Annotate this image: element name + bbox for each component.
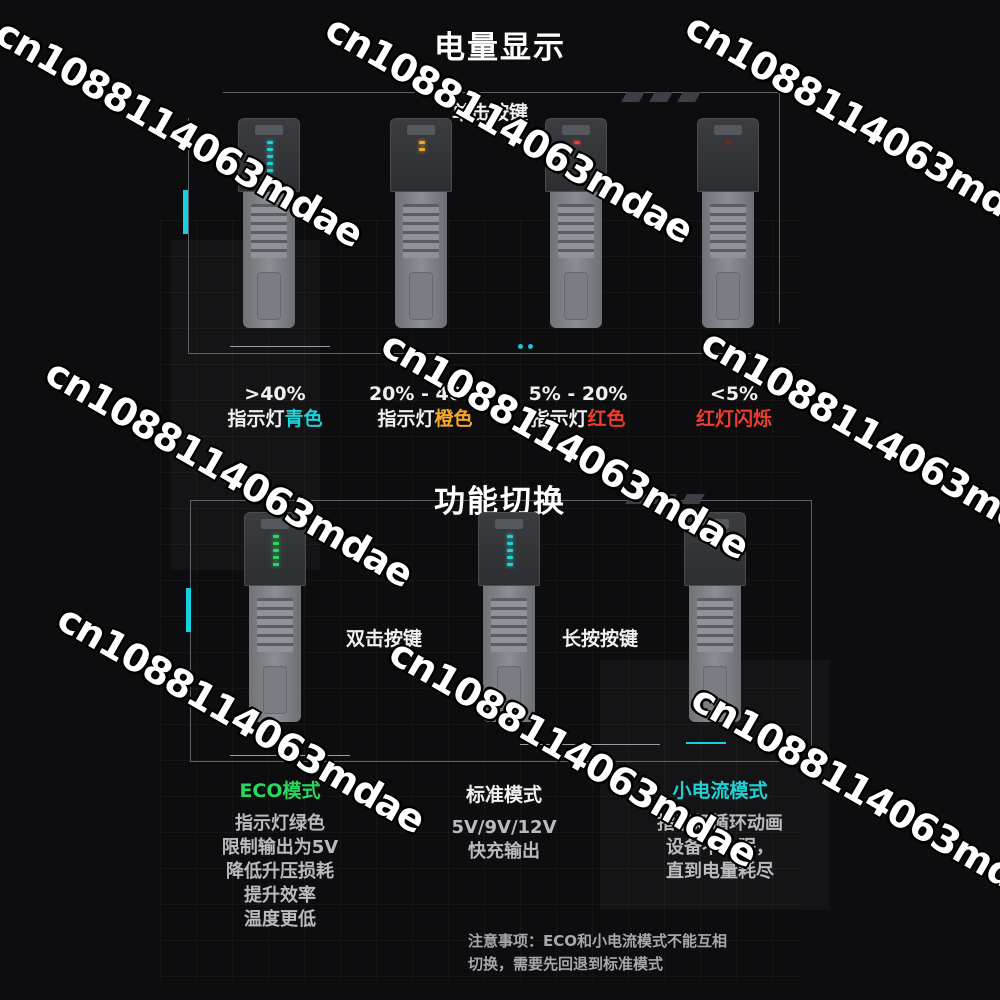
led-indicator	[726, 141, 734, 148]
led-indicator	[507, 535, 515, 570]
led-light	[267, 141, 273, 144]
power-bank-device	[238, 118, 300, 328]
mode-title-eco: ECO模式	[239, 780, 321, 802]
led-light	[267, 162, 273, 165]
level-prefix: 指示灯	[530, 408, 588, 430]
led-light	[273, 535, 279, 538]
led-light	[507, 549, 513, 552]
led-light	[507, 556, 513, 559]
led-light	[267, 148, 273, 151]
deco-line	[230, 755, 350, 756]
led-light	[273, 549, 279, 552]
level-color-word: 红色	[587, 408, 626, 430]
led-light	[726, 141, 732, 144]
led-indicator	[713, 535, 721, 549]
level-caption: <5% 红灯闪烁	[664, 382, 804, 432]
level-caption: 5% - 20% 指示灯红色	[508, 382, 648, 432]
mode-desc-standard: 5V/9V/12V 快充输出	[451, 817, 557, 862]
level-color-word: 橙色	[434, 408, 473, 430]
led-light	[419, 148, 425, 151]
led-light	[273, 542, 279, 545]
level-prefix: 指示灯	[377, 408, 435, 430]
led-indicator	[574, 141, 582, 148]
notice-text: 注意事项：ECO和小电流模式不能互相 切换，需要先回退到标准模式	[468, 932, 728, 973]
led-indicator	[273, 535, 281, 570]
led-light	[507, 535, 513, 538]
led-light	[574, 141, 580, 144]
led-light	[419, 141, 425, 144]
frame-accent	[686, 742, 726, 744]
deco-dot	[528, 344, 533, 349]
power-bank-device	[244, 512, 306, 722]
deco-line	[520, 744, 660, 745]
level-prefix: 指示灯	[227, 408, 285, 430]
level-color-word: 红灯闪烁	[695, 408, 772, 430]
deco-dot	[518, 344, 523, 349]
level-caption: 20% - 40% 指示灯橙色	[355, 382, 495, 432]
frame-accent	[186, 588, 191, 632]
led-light	[713, 542, 719, 545]
led-light	[267, 169, 273, 172]
led-indicator	[419, 141, 427, 155]
power-bank-device	[684, 512, 746, 722]
frame-accent	[183, 190, 188, 234]
power-bank-device	[478, 512, 540, 722]
led-light	[273, 563, 279, 566]
level-range: 20% - 40%	[368, 383, 482, 405]
mode-desc-eco: 指示灯绿色 限制输出为5V 降低升压损耗 提升效率 温度更低	[221, 813, 339, 930]
level-range: 5% - 20%	[528, 383, 628, 405]
power-bank-device	[697, 118, 759, 328]
led-light	[507, 542, 513, 545]
power-bank-device	[545, 118, 607, 328]
mode-desc-low-current: 指示灯循环动画 设备不休眠， 直到电量耗尽	[657, 813, 783, 882]
led-light	[267, 155, 273, 158]
section1-frame	[188, 92, 780, 354]
section1-title: 电量显示	[434, 30, 566, 66]
mode-title-low-current: 小电流模式	[672, 780, 768, 802]
level-color-word: 青色	[284, 408, 323, 430]
power-bank-device	[390, 118, 452, 328]
led-indicator	[267, 141, 275, 176]
double-press-label: 双击按键	[346, 628, 423, 650]
led-light	[507, 563, 513, 566]
deco-line	[230, 346, 330, 347]
long-press-label: 长按按键	[562, 628, 639, 650]
level-range: >40%	[244, 383, 306, 405]
single-press-label: 单击按键	[452, 102, 529, 124]
led-light	[273, 556, 279, 559]
level-caption: >40% 指示灯青色	[205, 382, 345, 432]
level-range: <5%	[709, 383, 759, 405]
mode-title-standard: 标准模式	[465, 784, 542, 806]
led-light	[713, 535, 719, 538]
